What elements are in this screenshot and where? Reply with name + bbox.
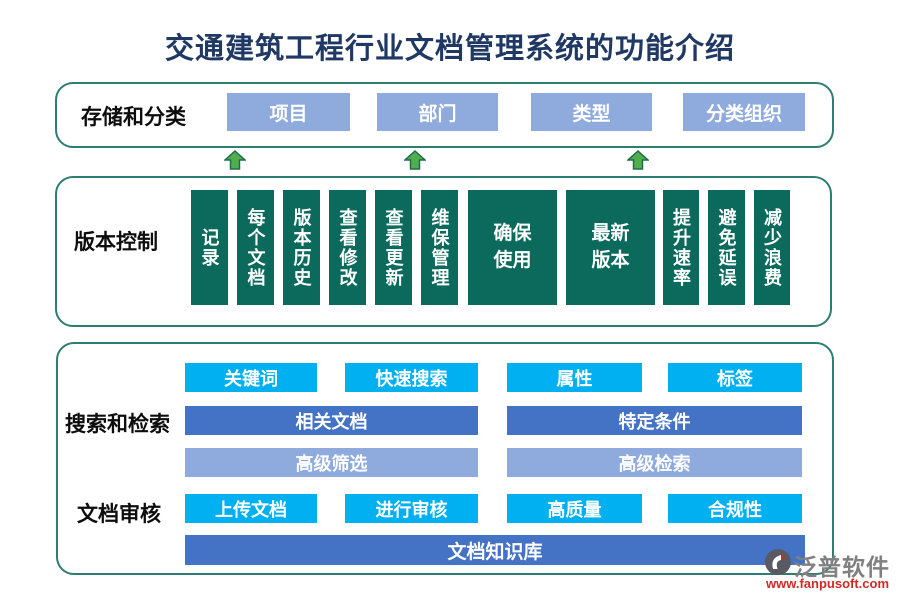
search-tag-attribute: 属性	[507, 363, 642, 392]
storage-item-department: 部门	[377, 93, 498, 131]
version-block-record: 记录	[191, 190, 228, 305]
version-section-label: 版本控制	[74, 231, 158, 254]
review-section-label: 文档审核	[77, 503, 161, 526]
search-section-label: 搜索和检索	[65, 413, 170, 436]
storage-item-category-org: 分类组织	[683, 93, 805, 131]
version-block-view-modifications: 查看修改	[329, 190, 366, 305]
review-tag-conduct-review: 进行审核	[345, 494, 478, 523]
version-block-version-history: 版本历史	[283, 190, 320, 305]
watermark-url: www.fanpusoft.com	[766, 576, 890, 591]
storage-item-project: 项目	[227, 93, 350, 131]
page-title: 交通建筑工程行业文档管理系统的功能介绍	[164, 33, 735, 65]
search-bar-related-documents: 相关文档	[185, 406, 478, 435]
version-block-improve-speed: 提升速率	[663, 190, 699, 305]
version-block-maintenance-management: 维保管理	[421, 190, 458, 305]
version-block-each-document: 每个文档	[237, 190, 274, 305]
search-tag-keyword: 关键词	[185, 363, 317, 392]
version-block-view-updates: 查看更新	[375, 190, 412, 305]
watermark-brand: 泛普软件	[794, 554, 890, 580]
search-bar-specific-conditions: 特定条件	[507, 406, 802, 435]
review-tag-upload-document: 上传文档	[185, 494, 317, 523]
search-tag-quick-search: 快速搜索	[345, 363, 478, 392]
version-block-avoid-delay: 避免延误	[708, 190, 745, 305]
search-bar-advanced-filter: 高级筛选	[185, 448, 478, 477]
fanpu-logo-icon	[765, 549, 791, 575]
version-block-ensure-use: 确保使用	[468, 190, 557, 305]
up-arrow-icon	[627, 150, 649, 170]
search-tag-label: 标签	[668, 363, 802, 392]
review-tag-high-quality: 高质量	[507, 494, 642, 523]
version-block-latest-version: 最新版本	[566, 190, 655, 305]
version-block-reduce-waste: 减少浪费	[754, 190, 790, 305]
up-arrow-icon	[224, 150, 246, 170]
up-arrow-icon	[404, 150, 426, 170]
review-tag-compliance: 合规性	[668, 494, 802, 523]
knowledge-base-bar: 文档知识库	[185, 535, 805, 565]
storage-section-label: 存储和分类	[81, 106, 186, 129]
storage-item-type: 类型	[531, 93, 652, 131]
search-bar-advanced-retrieval: 高级检索	[507, 448, 802, 477]
